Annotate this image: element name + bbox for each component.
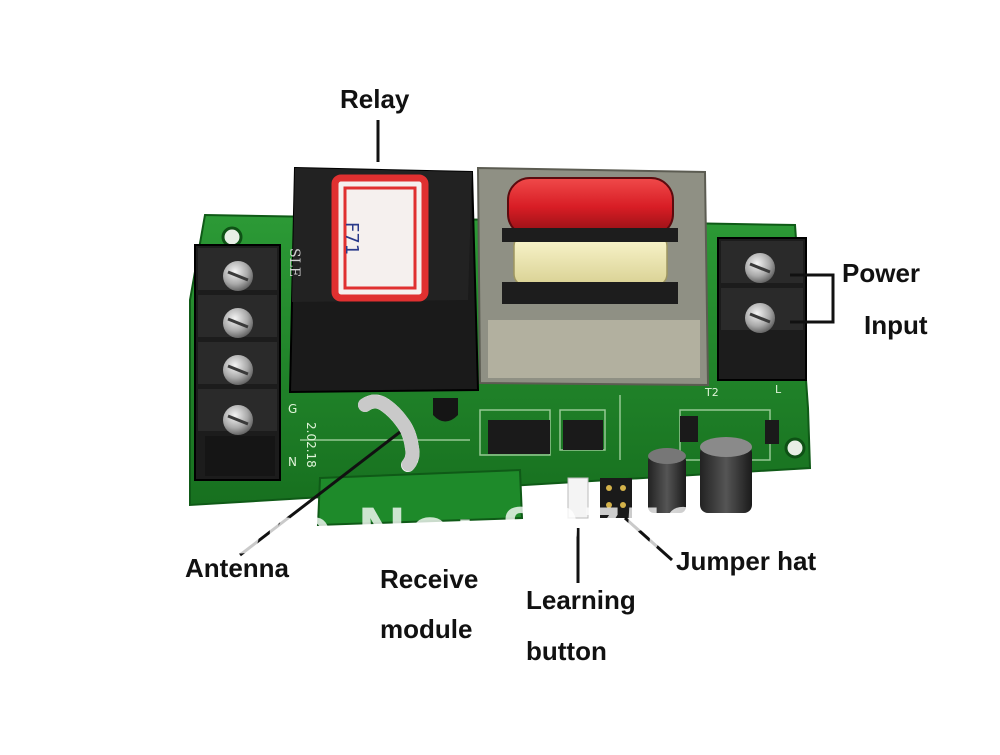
ic-chip — [680, 416, 698, 442]
learning-button-part — [567, 477, 589, 519]
antenna-leader — [239, 430, 401, 557]
learning-button-label-line2: button — [526, 636, 607, 666]
jumper-hat-label: Jumper hat — [676, 546, 817, 576]
jumper-leader — [624, 516, 673, 562]
learning-button-label-line1: Learning — [526, 585, 636, 615]
capacitor — [700, 445, 752, 513]
terminal-l-text: L — [775, 383, 782, 396]
mounting-hole — [784, 437, 806, 459]
mounting-hole — [221, 226, 243, 248]
power-input-label-line2: Input — [864, 310, 928, 340]
terminal-g-text: G — [288, 402, 298, 416]
relay-component — [288, 166, 480, 394]
receive-module-label-line1: Receive — [380, 564, 479, 594]
capacitor — [648, 455, 686, 513]
power-input-bracket — [790, 273, 835, 324]
store-watermark: tore No: 80759 — [195, 493, 706, 567]
ic-chip — [765, 420, 779, 444]
receive-module-board — [316, 468, 524, 527]
antenna-label: Antenna — [185, 553, 289, 583]
transistor — [433, 398, 458, 422]
callout-lines — [239, 120, 835, 583]
left-terminal-block — [194, 244, 281, 481]
pcb-t2-text: T2 — [705, 386, 719, 399]
relay-side-text: SLE — [286, 248, 302, 278]
relay-label: Relay — [340, 84, 410, 114]
transformer-component — [476, 166, 710, 387]
pcb-date-text: 2.02.18 — [304, 422, 318, 468]
receive-module-label-line2: module — [380, 614, 473, 644]
relay-sticker — [331, 174, 429, 302]
power-input-label-line1: Power — [842, 258, 921, 288]
capacitor-top — [700, 437, 752, 457]
ic-chip — [488, 420, 550, 454]
antenna-spring — [358, 394, 420, 472]
right-terminal-block — [717, 237, 807, 381]
capacitor-top — [648, 448, 686, 464]
jumper-pins — [600, 478, 632, 518]
terminal-n-text: N — [288, 455, 297, 469]
ic-chip — [563, 420, 603, 450]
relay-sticker-text: F71 — [341, 222, 362, 256]
